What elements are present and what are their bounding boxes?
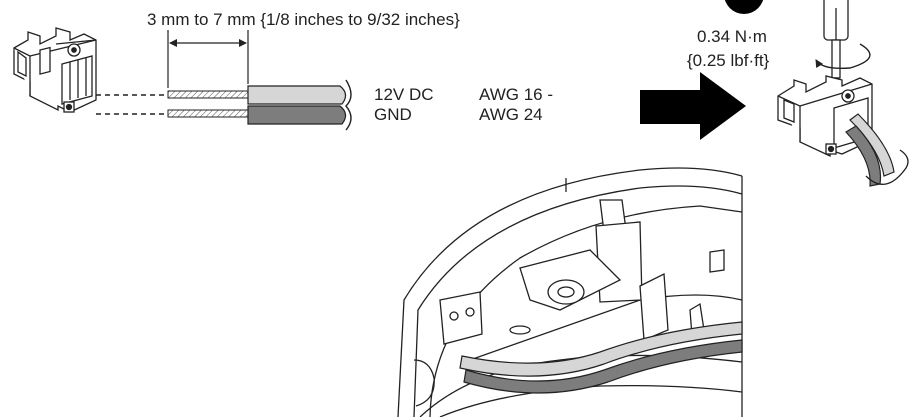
torque-imperial-label: {0.25 lbf·ft}: [687, 51, 770, 70]
strip-length-dimension: [167, 30, 249, 88]
rotation-arrow-icon: [815, 43, 871, 70]
wire-power: [247, 85, 347, 105]
direction-arrow: [640, 72, 746, 140]
camera-base-illustration: [397, 167, 743, 417]
bare-conductor-ground: [167, 109, 249, 118]
gauge-label-line1: AWG 16 -: [479, 85, 553, 104]
terminal-block-connector: [13, 27, 97, 113]
camera-cable-dark: [463, 339, 743, 394]
ground-wire-label: GND: [374, 105, 412, 124]
wire-break-mark: [345, 79, 352, 131]
gauge-label-line2: AWG 24: [479, 105, 543, 124]
strip-length-label: 3 mm to 7 mm {1/8 inches to 9/32 inches}: [147, 10, 460, 29]
step-badge: [724, 0, 764, 14]
terminal-block-connected: [777, 75, 873, 158]
wire-ground: [247, 105, 347, 125]
dashed-guides: [96, 94, 168, 115]
camera-cable-light: [459, 321, 743, 377]
power-wire-label: 12V DC: [374, 85, 434, 104]
connected-wire-break-mark: [865, 149, 909, 185]
bare-conductor-power: [167, 90, 249, 99]
torque-metric-label: 0.34 N·m: [697, 27, 767, 46]
